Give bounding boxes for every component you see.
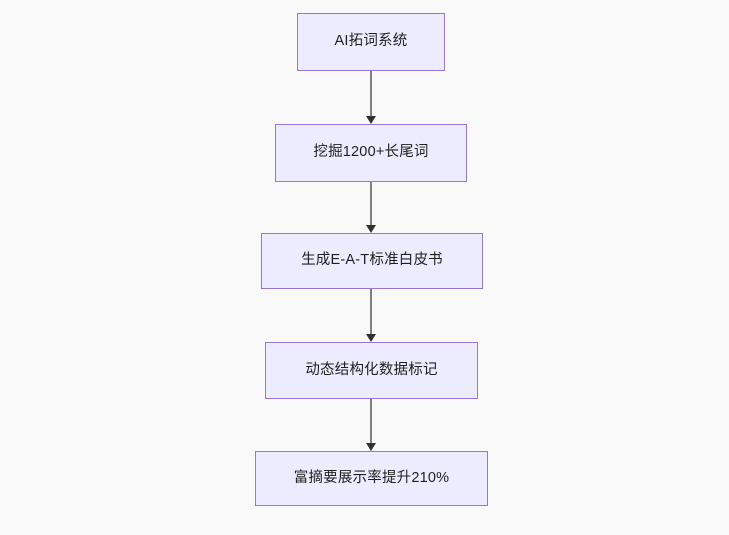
flowchart-node-4[interactable]: 动态结构化数据标记 [265, 342, 478, 399]
flowchart-edge-3-line [370, 289, 372, 334]
flowchart-node-3[interactable]: 生成E-A-T标准白皮书 [261, 233, 483, 289]
flowchart-node-5-label: 富摘要展示率提升210% [293, 469, 450, 486]
flowchart-edge-4-line [370, 399, 372, 443]
flowchart-node-4-label: 动态结构化数据标记 [305, 361, 438, 378]
arrow-down-icon [366, 334, 376, 342]
flowchart-node-2[interactable]: 挖掘1200+长尾词 [275, 124, 467, 182]
flowchart-edge-1-line [370, 71, 372, 116]
arrow-down-icon [366, 225, 376, 233]
flowchart-node-1[interactable]: AI拓词系统 [297, 13, 445, 71]
flowchart-node-3-label: 生成E-A-T标准白皮书 [301, 252, 443, 269]
flowchart-node-1-label: AI拓词系统 [334, 33, 408, 50]
arrow-down-icon [366, 443, 376, 451]
arrow-down-icon [366, 116, 376, 124]
flowchart-node-2-label: 挖掘1200+长尾词 [313, 144, 429, 161]
flowchart-edge-2-line [370, 182, 372, 225]
flowchart-node-5[interactable]: 富摘要展示率提升210% [255, 451, 488, 506]
